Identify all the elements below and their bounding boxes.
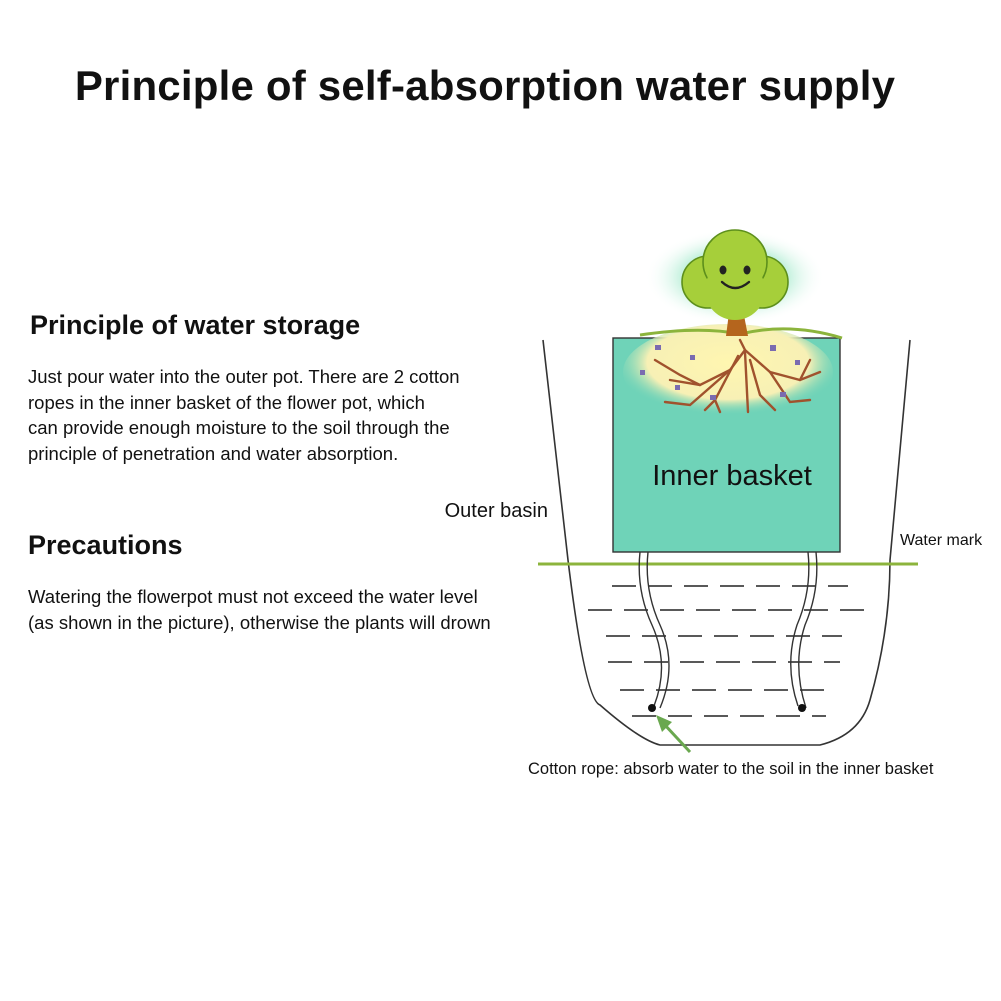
storage-heading: Principle of water storage — [30, 310, 361, 340]
precautions-line: Watering the flowerpot must not exceed t… — [28, 586, 478, 607]
storage-paragraph: Just pour water into the outer pot. Ther… — [28, 364, 528, 466]
cotton-ropes — [638, 551, 818, 709]
storage-line: ropes in the inner basket of the flower … — [28, 391, 425, 413]
storage-line: can provide enough moisture to the soil … — [28, 417, 450, 438]
cotton-rope-arrow — [656, 715, 692, 754]
storage-line: principle of penetration and water absor… — [28, 442, 399, 464]
storage-line: Just pour water into the outer pot. Ther… — [28, 366, 460, 387]
soil-pebbles — [640, 345, 800, 400]
water-dashes — [588, 585, 870, 717]
page-title: Principle of self-absorption water suppl… — [74, 62, 896, 109]
water-mark-label: Water mark — [900, 532, 983, 549]
rope-end — [648, 704, 656, 712]
inner-basket-label: Inner basket — [652, 460, 812, 492]
rope-end — [798, 704, 806, 712]
precautions-paragraph: Watering the flowerpot must not exceed t… — [28, 584, 568, 635]
smiling-tree-icon — [645, 229, 825, 336]
outer-basin — [542, 339, 911, 746]
precautions-line: (as shown in the picture), otherwise the… — [28, 611, 491, 633]
outer-basin-label: Outer basin — [445, 500, 548, 522]
roots — [653, 338, 822, 414]
cotton-rope-label: Cotton rope: absorb water to the soil in… — [528, 760, 934, 778]
precautions-heading: Precautions — [28, 530, 183, 560]
